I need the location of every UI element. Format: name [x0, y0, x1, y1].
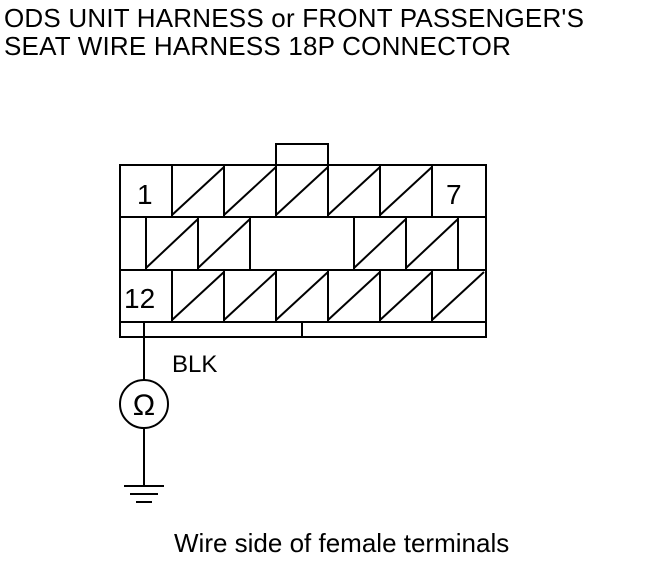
pin-label-12: 12 — [124, 283, 155, 314]
row-1-cells — [171, 165, 433, 217]
row-2-unused-terminals — [145, 218, 459, 269]
diagram-title: ODS UNIT HARNESS or FRONT PASSENGER'S SE… — [4, 4, 584, 60]
title-line-1: ODS UNIT HARNESS or FRONT PASSENGER'S — [4, 3, 585, 33]
view-caption: Wire side of female terminals — [174, 528, 509, 558]
pin-label-1: 1 — [137, 179, 153, 210]
ohm-symbol: Ω — [133, 389, 155, 422]
wire-color-label: BLK — [172, 351, 217, 378]
title-line-2: SEAT WIRE HARNESS 18P CONNECTOR — [4, 31, 512, 61]
connector-lock-tab — [275, 143, 329, 165]
row-3-unused-terminals — [171, 271, 485, 321]
row-2-cells — [145, 217, 459, 270]
ground-symbol-icon — [124, 485, 164, 503]
pin-label-7: 7 — [446, 179, 462, 210]
row-3-cells — [171, 270, 433, 322]
row-1-unused-terminals — [171, 166, 433, 216]
